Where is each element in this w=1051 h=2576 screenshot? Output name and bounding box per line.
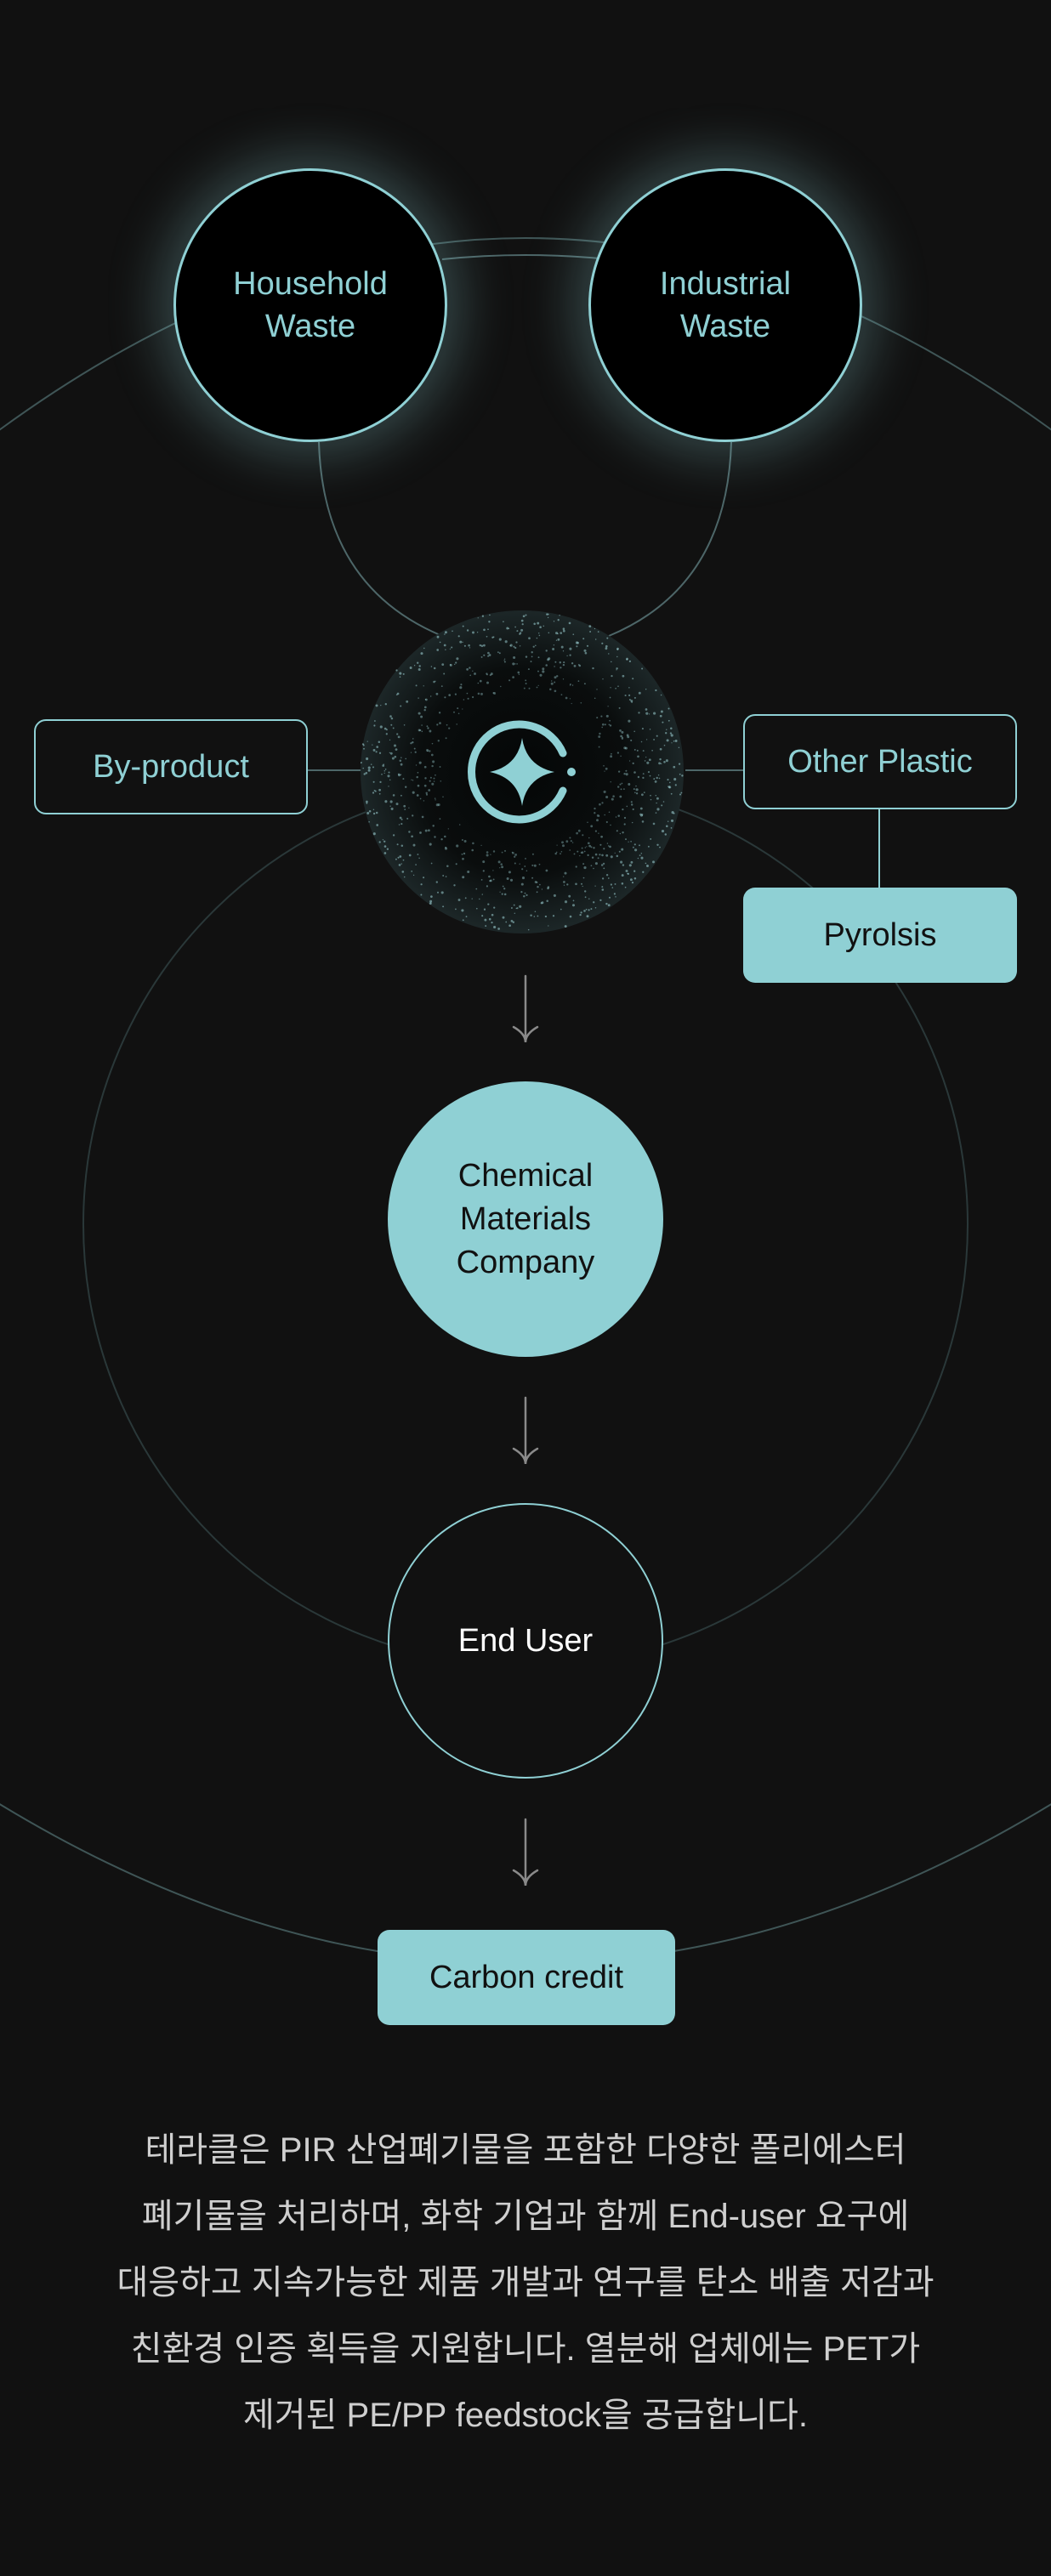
description-paragraph: 테라클은 PIR 산업폐기물을 포함한 다양한 폴리에스터 폐기물을 처리하며,…	[51, 2117, 1000, 2448]
household-waste-node: Household Waste	[173, 168, 447, 442]
sparkle-star-icon	[468, 720, 576, 824]
down-arrow-icon	[512, 974, 539, 1043]
industrial-waste-line-1: Industrial	[659, 266, 792, 302]
core-speckle-texture	[361, 613, 684, 931]
source-bridge	[441, 254, 610, 260]
core-node	[361, 610, 684, 933]
pyrolysis-label: Pyrolsis	[823, 916, 937, 953]
down-arrow-icon	[512, 1818, 539, 1887]
source-cup	[318, 441, 443, 637]
by-product-node: By-product	[34, 719, 308, 814]
description-line: 테라클은 PIR 산업폐기물을 포함한 다양한 폴리에스터	[145, 2131, 906, 2169]
end-user-node: End User	[388, 1503, 663, 1779]
down-arrow-icon	[512, 1396, 539, 1465]
company-line-2: Materials	[459, 1200, 592, 1237]
by-product-label: By-product	[93, 748, 249, 785]
description-line: 친환경 인증 획득을 지원합니다. 열분해 업체에는 PET가	[130, 2330, 921, 2368]
description-line: 대응하고 지속가능한 제품 개발과 연구를 탄소 배출 저감과	[116, 2264, 935, 2301]
carbon-credit-node: Carbon credit	[378, 1930, 675, 2025]
other-plastic-node: Other Plastic	[743, 714, 1017, 809]
household-waste-line-1: Household	[233, 266, 388, 302]
household-waste-line-2: Waste	[264, 309, 356, 344]
outer-arc	[0, 237, 1051, 431]
other-plastic-label: Other Plastic	[787, 743, 973, 780]
industrial-waste-node: Industrial Waste	[588, 168, 862, 442]
carbon-credit-label: Carbon credit	[429, 1959, 624, 1995]
description-line: 제거된 PE/PP feedstock을 공급합니다.	[243, 2397, 808, 2434]
chemical-materials-company-node: Chemical Materials Company	[388, 1081, 663, 1357]
company-line-1: Chemical	[457, 1157, 594, 1194]
end-user-label: End User	[457, 1622, 594, 1659]
source-cup-right	[608, 441, 732, 637]
pyrolysis-node: Pyrolsis	[743, 888, 1017, 983]
industrial-waste-line-2: Waste	[679, 309, 771, 344]
company-line-3: Company	[456, 1244, 595, 1280]
description-line: 폐기물을 처리하며, 화학 기업과 함께 End-user 요구에	[141, 2198, 910, 2235]
